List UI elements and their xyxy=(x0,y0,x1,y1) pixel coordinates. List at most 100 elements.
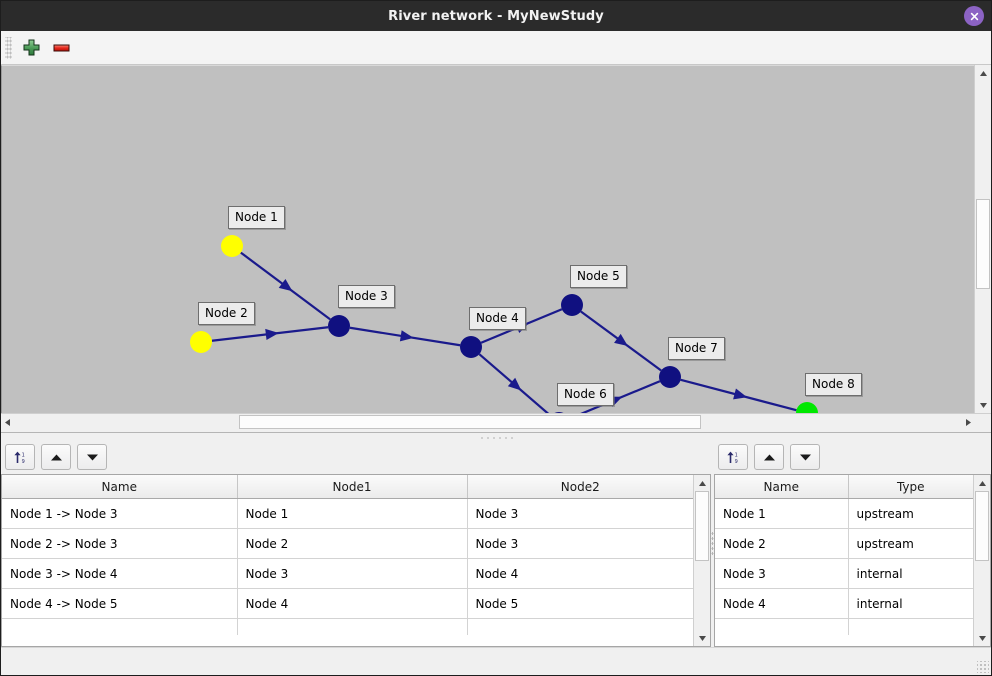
graph-node[interactable] xyxy=(190,331,212,353)
table-cell[interactable]: Node 1 xyxy=(237,498,468,529)
graph-node-label[interactable]: Node 3 xyxy=(338,285,395,308)
chevron-up-icon xyxy=(698,480,706,486)
nodes-vscroll-track[interactable] xyxy=(974,491,990,630)
table-cell-empty[interactable] xyxy=(2,618,238,635)
nodes-vscroll-thumb[interactable] xyxy=(975,491,989,561)
table-cell-empty[interactable] xyxy=(467,618,693,635)
table-cell[interactable]: Node 1 -> Node 3 xyxy=(2,498,238,529)
scroll-down-button[interactable] xyxy=(975,397,991,413)
table-cell[interactable]: Node 3 xyxy=(467,528,693,559)
splitter-grip-icon xyxy=(479,435,513,440)
reaches-move-down-button[interactable] xyxy=(77,444,107,470)
scroll-up-button[interactable] xyxy=(975,65,991,81)
table-cell[interactable]: Node 4 -> Node 5 xyxy=(2,588,238,619)
nodes-vertical-scrollbar[interactable] xyxy=(973,475,990,646)
canvas-vertical-scrollbar[interactable] xyxy=(974,65,991,413)
graph-node-label[interactable]: Node 8 xyxy=(805,373,862,396)
table-cell[interactable]: Node 4 xyxy=(715,588,849,619)
canvas-vscroll-thumb[interactable] xyxy=(976,199,990,289)
graph-node-label[interactable]: Node 6 xyxy=(557,383,614,406)
nodes-move-down-button[interactable] xyxy=(790,444,820,470)
table-row-empty[interactable] xyxy=(2,618,693,635)
graph-node-label[interactable]: Node 7 xyxy=(668,337,725,360)
column-header[interactable]: Name xyxy=(2,475,238,499)
table-cell[interactable]: upstream xyxy=(848,528,973,559)
network-graph-canvas[interactable]: Node 1 Node 2 Node 3 Node 4 Node 5 Node 6 Node… xyxy=(1,65,974,413)
canvas-hscroll-thumb[interactable] xyxy=(239,415,701,429)
table-cell[interactable]: Node 2 xyxy=(237,528,468,559)
column-header[interactable]: Name xyxy=(715,475,849,499)
graph-node-label[interactable]: Node 5 xyxy=(570,265,627,288)
table-cell[interactable]: Node 5 xyxy=(467,588,693,619)
canvas-horizontal-scrollbar[interactable] xyxy=(1,413,991,430)
table-cell[interactable]: Node 3 xyxy=(715,558,849,589)
vertical-splitter[interactable] xyxy=(711,440,714,647)
canvas-vscroll-track[interactable] xyxy=(975,81,991,397)
table-cell[interactable]: Node 4 xyxy=(467,558,693,589)
graph-node[interactable] xyxy=(221,235,243,257)
table-cell[interactable]: internal xyxy=(848,588,973,619)
table-cell[interactable]: Node 2 -> Node 3 xyxy=(2,528,238,559)
chevron-down-icon xyxy=(698,635,706,641)
table-cell[interactable]: Node 3 xyxy=(467,498,693,529)
graph-node[interactable] xyxy=(561,294,583,316)
graph-node[interactable] xyxy=(659,366,681,388)
table-cell[interactable]: upstream xyxy=(848,498,973,529)
table-cell-empty[interactable] xyxy=(848,618,973,635)
column-header[interactable]: Node2 xyxy=(467,475,693,499)
reaches-scroll-up-button[interactable] xyxy=(694,475,710,491)
scroll-left-button[interactable] xyxy=(1,414,14,430)
nodes-sort-button[interactable]: 1 9 xyxy=(718,444,748,470)
graph-node[interactable] xyxy=(328,315,350,337)
delete-node-button[interactable] xyxy=(46,34,76,62)
close-button[interactable] xyxy=(964,6,984,26)
table-cell[interactable]: internal xyxy=(848,558,973,589)
nodes-scroll-down-button[interactable] xyxy=(974,630,990,646)
remove-minus-icon xyxy=(53,44,69,52)
table-cell-empty[interactable] xyxy=(715,618,849,635)
canvas-hscroll-track[interactable] xyxy=(14,414,962,430)
table-cell[interactable]: Node 3 -> Node 4 xyxy=(2,558,238,589)
table-cell-empty[interactable] xyxy=(237,618,468,635)
graph-node-label[interactable]: Node 2 xyxy=(198,302,255,325)
nodes-move-up-button[interactable] xyxy=(754,444,784,470)
graph-node-label[interactable]: Node 4 xyxy=(469,307,526,330)
nodes-scroll-up-button[interactable] xyxy=(974,475,990,491)
table-cell[interactable]: Node 4 xyxy=(237,588,468,619)
table-cell[interactable]: Node 3 xyxy=(237,558,468,589)
window-resize-grip[interactable] xyxy=(977,661,989,673)
add-node-button[interactable] xyxy=(16,34,46,62)
horizontal-splitter[interactable] xyxy=(1,430,991,440)
reaches-scroll-down-button[interactable] xyxy=(694,630,710,646)
reaches-vscroll-track[interactable] xyxy=(694,491,710,630)
reaches-vertical-scrollbar[interactable] xyxy=(693,475,710,646)
network-view: Node 1 Node 2 Node 3 Node 4 Node 5 Node 6 Node… xyxy=(1,65,991,430)
column-header[interactable]: Node1 xyxy=(237,475,468,499)
toolbar-drag-handle[interactable] xyxy=(5,36,12,59)
reaches-move-up-button[interactable] xyxy=(41,444,71,470)
graph-node[interactable] xyxy=(796,402,818,413)
column-header[interactable]: Type xyxy=(848,475,973,499)
graph-node[interactable] xyxy=(548,412,570,413)
table-cell[interactable]: Node 1 xyxy=(715,498,849,529)
graph-node-label[interactable]: Node 1 xyxy=(228,206,285,229)
scroll-right-button[interactable] xyxy=(962,414,975,430)
graph-node[interactable] xyxy=(460,336,482,358)
table-row-empty[interactable] xyxy=(715,618,973,635)
reaches-vscroll-thumb[interactable] xyxy=(695,491,709,561)
reaches-sort-button[interactable]: 1 9 xyxy=(5,444,35,470)
table-cell[interactable]: Node 2 xyxy=(715,528,849,559)
